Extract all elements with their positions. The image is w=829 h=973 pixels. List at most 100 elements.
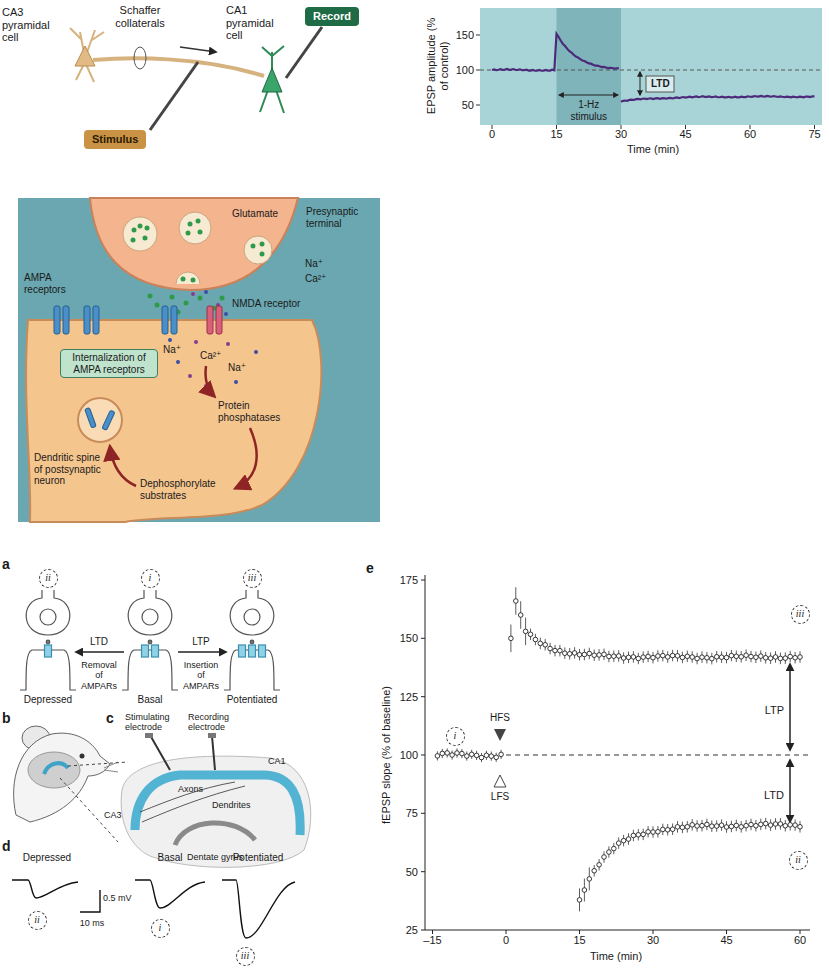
data-point [636, 832, 641, 837]
text-label: Stimulating electrode [125, 712, 180, 733]
data-point [440, 751, 445, 756]
data-point [469, 752, 474, 757]
data-point [710, 656, 715, 661]
scale-bar [80, 890, 100, 912]
data-point [705, 822, 710, 827]
data-point [602, 855, 607, 860]
plasticity-arrow [76, 652, 226, 653]
synapse-illustration [78, 398, 122, 442]
data-point [793, 655, 798, 660]
synapse-illustration [196, 219, 201, 224]
hippocampus-slice [175, 823, 255, 845]
data-point [651, 830, 656, 835]
data-point [543, 642, 548, 647]
synapse-illustration [254, 350, 258, 354]
data-point [465, 754, 470, 759]
data-point [558, 648, 563, 653]
synapse-schematic [148, 640, 152, 644]
mouse-head [80, 754, 85, 759]
data-point [670, 827, 675, 832]
data-point [602, 652, 607, 657]
chart-frame [494, 775, 506, 787]
data-point [538, 641, 543, 646]
node-text: iii [248, 572, 256, 584]
state-circle: iii [236, 947, 255, 966]
synapse-illustration [226, 342, 230, 346]
text-label: LTP [192, 636, 210, 648]
state-circle: ii [789, 851, 808, 870]
text-label: 50 [462, 99, 474, 112]
ca3-cell [70, 28, 104, 82]
synapse-illustration [85, 408, 97, 429]
synapse-illustration [198, 296, 203, 301]
data-point [695, 824, 700, 829]
text-label: 100 [400, 749, 418, 762]
node-text: ii [34, 914, 40, 926]
synapse-illustration [176, 360, 180, 364]
data-point [587, 651, 592, 656]
data-point [788, 823, 793, 828]
data-point [705, 655, 710, 660]
text-label: 45 [720, 934, 732, 947]
text-label: AMPA receptors [24, 272, 84, 295]
data-point [587, 877, 592, 882]
synapse-illustration [194, 340, 198, 344]
hippocampus-slice [150, 735, 215, 770]
schaffer-axon [93, 58, 264, 76]
epsp-trace [12, 880, 295, 938]
text-label: 60 [794, 934, 806, 947]
synapse-schematic [142, 645, 149, 657]
data-point [616, 841, 621, 846]
chart-frame [421, 575, 810, 934]
data-point [665, 827, 670, 832]
data-point [656, 829, 661, 834]
hippocampus-slice [145, 733, 153, 738]
synapse-illustration [184, 301, 189, 306]
text-label: Insertion of AMPARs [179, 660, 223, 691]
data-point [636, 656, 641, 661]
text-label: Recording electrode [188, 712, 243, 733]
synapse-illustration [63, 306, 69, 334]
state-circle: ii [28, 911, 47, 930]
chart-frame [557, 8, 622, 125]
axis-title: EPSP amplitude (% of control) [425, 16, 450, 116]
text-label: Dendrites [212, 800, 251, 810]
data-point [621, 838, 626, 843]
synapse-illustration [204, 290, 208, 294]
data-point [749, 654, 754, 659]
node-text: i [149, 572, 152, 584]
data-point [607, 654, 612, 659]
data-point [680, 825, 685, 830]
text-label: Dendritic spine of postsynaptic neuron [34, 452, 106, 487]
data-point [612, 846, 617, 851]
synapse-illustration [102, 410, 115, 430]
text-label: Removal of AMPARs [77, 660, 121, 691]
synapse-illustration [26, 320, 321, 522]
data-point [445, 751, 450, 756]
text-label: Ca²⁺ [305, 273, 326, 285]
text-label: 150 [456, 29, 474, 42]
data-point [435, 754, 440, 759]
synapse-schematic [20, 590, 280, 690]
synapse-illustration [85, 408, 115, 431]
text-label: CA3 pyramidal cell [2, 6, 60, 44]
panel-letter: b [2, 710, 11, 726]
chart-frame [494, 729, 506, 741]
synapse-illustration [198, 230, 203, 235]
data-point [523, 629, 528, 634]
axis-title: fEPSP slope (% of baseline) [380, 686, 393, 824]
data-point [759, 654, 764, 659]
data-point [685, 654, 690, 659]
hippocampus-slice [135, 775, 300, 835]
data-point [499, 752, 504, 757]
data-point [754, 655, 759, 660]
data-point [739, 654, 744, 659]
text-label: Ca²⁺ [200, 350, 221, 362]
synapse-illustration [207, 306, 213, 334]
callout-box: Internalization of AMPA receptors [60, 349, 158, 378]
data-point [646, 830, 651, 835]
synapse-illustration [54, 306, 177, 334]
ca3-cell [75, 46, 95, 66]
data-point [528, 632, 533, 637]
data-point [484, 753, 489, 758]
